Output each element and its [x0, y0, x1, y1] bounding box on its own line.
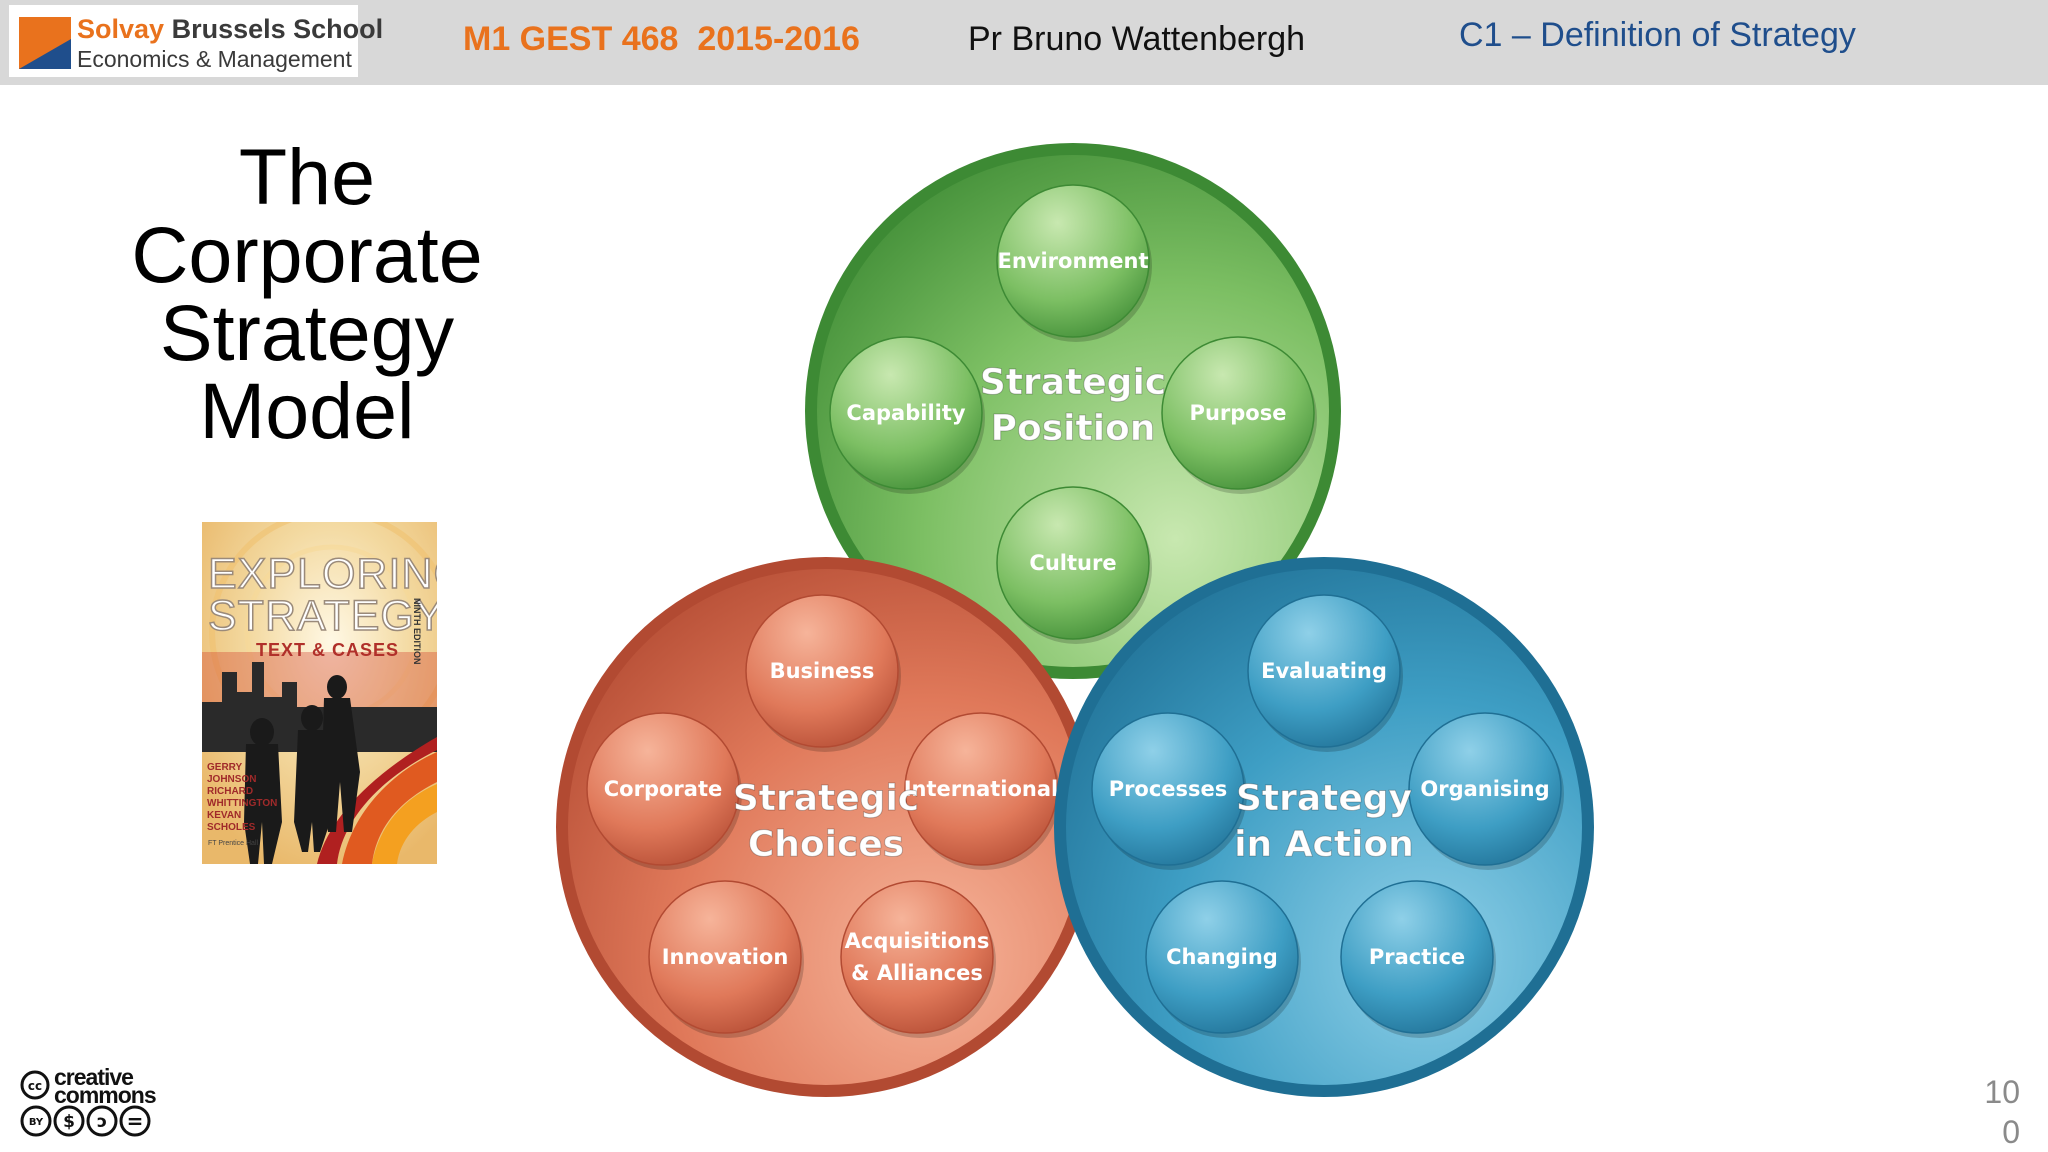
book-subtitle: TEXT & CASES [256, 640, 400, 660]
logo-line1: Solvay Brussels School [77, 14, 384, 44]
page-number: 10 0 [1984, 1074, 2020, 1150]
strategic-position-disc [817, 155, 1329, 667]
creative-commons-badge: cc creative commons BY $ ↄ = [20, 1064, 160, 1138]
title-line: Strategy [159, 288, 455, 377]
title-line: Model [199, 366, 415, 455]
strategy-in-action-item: Processes [1091, 712, 1247, 870]
cc-badge-label: ↄ [97, 1112, 107, 1132]
strategy-in-action-item-label: Processes [1109, 777, 1228, 801]
strategic-position-item-label: Purpose [1190, 401, 1287, 425]
strategic-choices-item-label: Innovation [662, 945, 789, 969]
school-logo: Solvay Brussels School Economics & Manag… [9, 5, 383, 77]
strategic-position-item-label: Capability [846, 401, 965, 425]
strategic-choices-item-label: Acquisitions& Alliances [845, 929, 990, 985]
logo-line2: Economics & Management [77, 46, 352, 72]
book-publisher: FT Prentice Hall [208, 840, 259, 847]
cc-license-icons: BY $ ↄ = [20, 1105, 151, 1137]
strategy-in-action-item: Changing [1145, 880, 1301, 1038]
strategic-position-item: Purpose [1161, 336, 1317, 494]
header-bar: Solvay Brussels School Economics & Manag… [0, 0, 2048, 85]
book-cover-art [202, 522, 437, 864]
strategic-choices-item: Corporate [586, 712, 742, 870]
course-code: M1 GEST 468 2015-2016 [463, 20, 860, 58]
strategy-in-action-item-label: Practice [1369, 945, 1465, 969]
book-title-line1: EXPLORING [207, 549, 437, 599]
strategic-choices-item: Business [745, 594, 901, 752]
strategic-position-item: Capability [829, 336, 985, 494]
strategic-choices-item-label: Business [770, 659, 875, 683]
title-line: The [238, 132, 376, 221]
chapter-title: C1 – Definition of Strategy [1459, 16, 1856, 54]
title-line: Corporate [131, 210, 483, 299]
school-logo-icon [19, 17, 71, 69]
strategy-in-action-item-label: Evaluating [1261, 659, 1387, 683]
cc-wordmark: creative commons [54, 1064, 157, 1108]
strategic-choices-item: Acquisitions& Alliances [840, 880, 996, 1038]
strategy-in-action-item-label: Changing [1166, 945, 1278, 969]
strategic-position-item-label: Culture [1029, 551, 1116, 575]
svg-text:cc: cc [28, 1079, 42, 1093]
strategic-choices-item-label: International [904, 777, 1059, 801]
strategy-in-action-item: Evaluating [1247, 594, 1403, 752]
strategy-in-action-item: Practice [1340, 880, 1496, 1038]
strategic-choices-item: International [904, 712, 1060, 870]
strategic-position-item-label: Environment [997, 249, 1148, 273]
strategic-choices-item: Innovation [648, 880, 804, 1038]
strategic-position-item: Environment [996, 184, 1152, 342]
book-cover-image: EXPLORING STRATEGY TEXT & CASES NINTH ED… [202, 522, 437, 864]
cc-badge-label: BY [29, 1117, 44, 1128]
book-title-line2: STRATEGY [207, 591, 437, 641]
strategic-choices-item-label: Corporate [604, 777, 722, 801]
strategy-in-action-item-label: Organising [1420, 777, 1549, 801]
slide-title: The Corporate Strategy Model [95, 132, 519, 455]
strategic-position-item: Culture [996, 486, 1152, 644]
professor-name: Pr Bruno Wattenbergh [968, 20, 1306, 58]
cc-icon: cc [20, 1070, 50, 1100]
book-authors: GERRY JOHNSON RICHARD WHITTINGTON KEVAN … [207, 762, 278, 833]
strategy-in-action-item: Organising [1408, 712, 1564, 870]
cc-badge-label: = [127, 1109, 144, 1133]
cc-badge-label: $ [63, 1112, 75, 1132]
book-edition: NINTH EDITION [412, 598, 422, 665]
